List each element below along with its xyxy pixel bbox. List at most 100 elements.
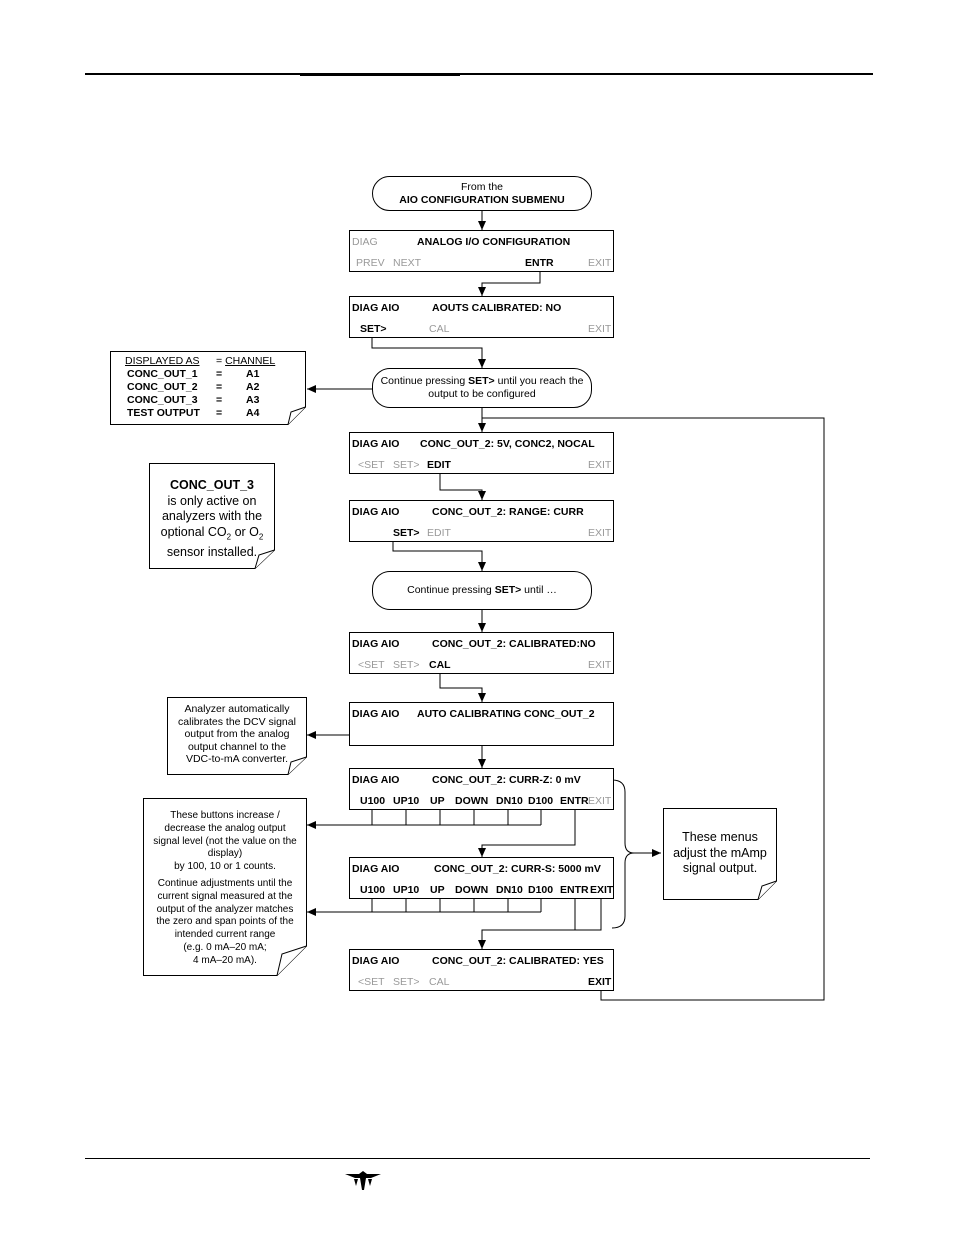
note-line: output of the analyzer matches <box>156 903 294 915</box>
note-line: signal level (not the value on the <box>153 835 297 847</box>
o2-sub: 2 <box>258 532 264 541</box>
cal-key[interactable]: CAL <box>429 659 451 671</box>
key-up10[interactable]: UP10 <box>393 795 420 807</box>
note-line: adjust the mAmp <box>673 845 767 860</box>
key-entr[interactable]: ENTR <box>560 884 589 896</box>
header-rule-thick <box>300 73 460 76</box>
note-line: the zero and span points of the <box>156 916 294 928</box>
screen-title: CONC_OUT_2: 5V, CONC2, NOCAL <box>420 438 595 450</box>
legend-h1: DISPLAYED AS <box>125 355 200 367</box>
edit-key[interactable]: EDIT <box>427 527 451 539</box>
co-text: optional CO <box>160 524 227 539</box>
auto-calibrate-note <box>167 697 307 775</box>
note-line: 4 mA–20 mA). <box>193 954 257 966</box>
entr-key[interactable]: ENTR <box>525 257 554 269</box>
screen-title: CONC_OUT_2: RANGE: CURR <box>432 506 584 518</box>
legend-name: CONC_OUT_2 <box>127 381 198 393</box>
company-logo-icon <box>345 1171 381 1190</box>
prev-key[interactable]: PREV <box>356 257 385 269</box>
menus-note <box>663 808 777 900</box>
footer-rule <box>85 1158 870 1159</box>
exit-key[interactable]: EXIT <box>588 459 612 471</box>
mode-label: DIAG AIO <box>352 638 400 650</box>
key-down[interactable]: DOWN <box>455 795 489 807</box>
screen-title: CONC_OUT_2: CURR-S: 5000 mV <box>434 863 601 875</box>
next-key[interactable]: NEXT <box>393 257 422 269</box>
exit-key[interactable]: EXIT <box>588 659 612 671</box>
exit-key[interactable]: EXIT <box>588 257 612 269</box>
key-up[interactable]: UP <box>430 884 445 896</box>
note-line: display) <box>207 848 243 860</box>
key-d100[interactable]: D100 <box>528 795 554 807</box>
exit-key[interactable]: EXIT <box>588 323 612 335</box>
exit-key[interactable]: EXIT <box>588 527 612 539</box>
legend-eq: = <box>216 355 223 367</box>
conc-out-3-l1: is only active on <box>167 493 257 508</box>
note-line: current signal measured at the <box>157 890 293 902</box>
key-entr[interactable]: ENTR <box>560 795 589 807</box>
note-line: intended current range <box>174 929 276 941</box>
mode-label: DIAG AIO <box>352 863 400 875</box>
exit-key[interactable]: EXIT <box>588 795 612 807</box>
set-key[interactable]: SET> <box>360 323 387 335</box>
key-u100[interactable]: U100 <box>360 884 386 896</box>
next-set-key[interactable]: SET> <box>393 976 420 988</box>
pill1-pre: Continue pressing <box>380 375 469 387</box>
screen-title: ANALOG I/O CONFIGURATION <box>417 236 571 248</box>
note-line: (e.g. 0 mA–20 mA; <box>183 941 267 953</box>
next-set-key[interactable]: SET> <box>393 459 420 471</box>
continue-set-pill: Continue pressing SET> until you reach t… <box>372 368 592 408</box>
key-up[interactable]: UP <box>430 795 445 807</box>
mode-label: DIAG AIO <box>352 438 400 450</box>
prev-set-key[interactable]: <SET <box>358 976 385 988</box>
mode-label: DIAG AIO <box>352 708 400 720</box>
o-text: or O <box>231 524 259 539</box>
conc-out-3-l4: sensor installed. <box>166 544 258 559</box>
legend-channel: A1 <box>246 368 260 380</box>
legend-name: CONC_OUT_3 <box>127 394 198 406</box>
key-dn10[interactable]: DN10 <box>496 795 523 807</box>
display-auto-calibrating: DIAG AIO AUTO CALIBRATING CONC_OUT_2 <box>349 702 614 746</box>
pill1-bold: SET> <box>468 375 495 387</box>
note-line: by 100, 10 or 1 counts. <box>174 861 276 873</box>
cal-key[interactable]: CAL <box>429 976 450 988</box>
legend-channel: A2 <box>246 381 260 393</box>
key-d100[interactable]: D100 <box>528 884 554 896</box>
note-line: Continue adjustments until the <box>157 878 293 889</box>
key-u100[interactable]: U100 <box>360 795 386 807</box>
edit-key[interactable]: EDIT <box>427 459 451 471</box>
cal-key[interactable]: CAL <box>429 323 450 335</box>
mode-label: DIAG AIO <box>352 506 400 518</box>
prev-set-key[interactable]: <SET <box>358 659 385 671</box>
display-aouts-calibrated: DIAG AIO AOUTS CALIBRATED: NO SET> CAL E… <box>349 296 614 338</box>
start-line1: From the <box>460 180 503 193</box>
legend-channel: A4 <box>246 407 260 419</box>
legend-name: TEST OUTPUT <box>127 407 200 419</box>
key-down[interactable]: DOWN <box>455 884 489 896</box>
note-line: These buttons increase / <box>170 810 280 821</box>
legend-eq: = <box>216 381 223 393</box>
mode-label: DIAG <box>352 236 378 248</box>
legend-name: CONC_OUT_1 <box>127 368 198 380</box>
set-key[interactable]: SET> <box>393 527 420 539</box>
prev-set-key[interactable]: <SET <box>358 459 385 471</box>
pill2-line1: Continue pressing SET> until … <box>373 584 591 597</box>
next-set-key[interactable]: SET> <box>393 659 420 671</box>
mode-label: DIAG AIO <box>352 302 400 314</box>
display-range-curr: DIAG AIO CONC_OUT_2: RANGE: CURR SET> ED… <box>349 500 614 542</box>
exit-key[interactable]: EXIT <box>588 976 612 988</box>
pill1-line1: Continue pressing SET> until you reach t… <box>373 375 591 388</box>
legend-h2: CHANNEL <box>225 355 276 367</box>
note-line: output channel to the <box>187 740 287 753</box>
key-exit[interactable]: EXIT <box>590 884 614 896</box>
note-line: VDC-to-mA converter. <box>185 753 289 766</box>
note-line: Analyzer automatically <box>184 703 290 715</box>
key-dn10[interactable]: DN10 <box>496 884 523 896</box>
pill1-post: until you reach the <box>494 375 584 387</box>
key-up10[interactable]: UP10 <box>393 884 420 896</box>
display-calibrated-yes: DIAG AIO CONC_OUT_2: CALIBRATED: YES <SE… <box>349 949 614 991</box>
